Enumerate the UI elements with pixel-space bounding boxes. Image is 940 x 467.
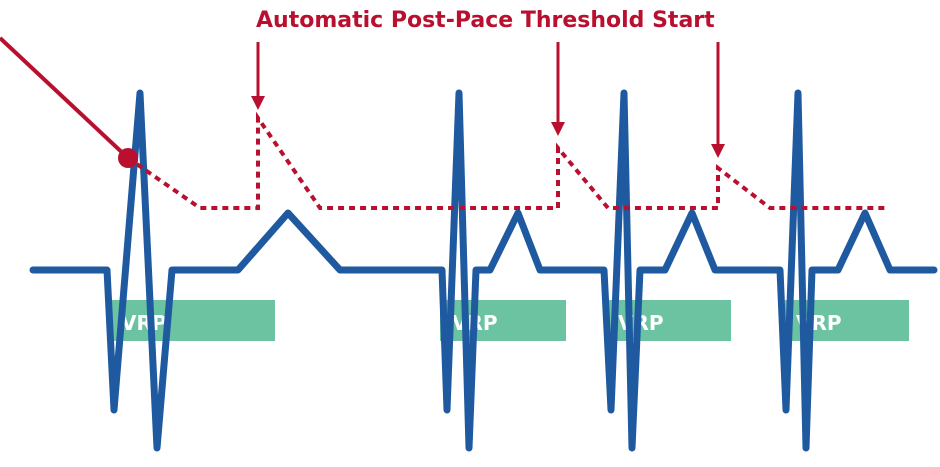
vrp-label-1: VRP (121, 311, 167, 335)
ecg-trace (29, 89, 938, 452)
vrp-box-1 (110, 300, 275, 341)
threshold-start-arrow-1 (251, 42, 265, 110)
threshold-curve (126, 111, 885, 210)
threshold-start-arrow-3 (711, 42, 725, 158)
pacing-pulse-dot (118, 148, 138, 168)
threshold-start-arrow-2 (551, 42, 565, 136)
vrp-box-2 (440, 300, 566, 341)
threshold-start-arrows (251, 42, 725, 158)
pacing-pulse-line (0, 36, 130, 160)
diagram-title: Automatic Post-Pace Threshold Start (256, 8, 715, 33)
